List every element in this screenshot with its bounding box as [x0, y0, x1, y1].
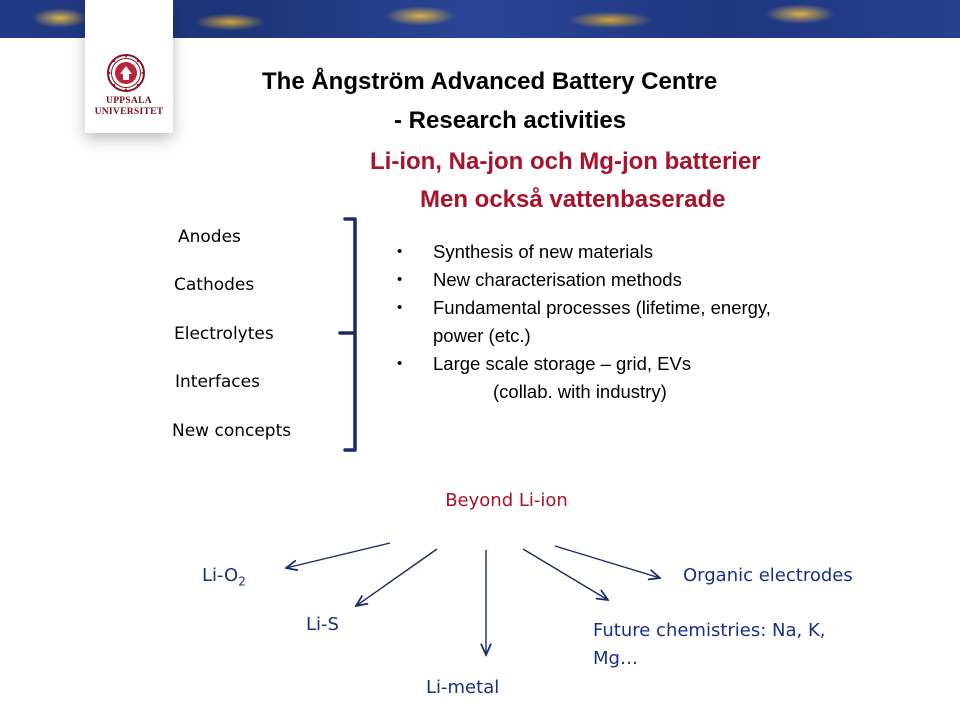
bullet-text: power (etc.) — [433, 325, 531, 346]
arrow-to-future — [522, 548, 608, 600]
category-anodes: Anodes — [178, 227, 241, 247]
bullet-text: Large scale storage – grid, EVs — [433, 353, 692, 374]
curly-bracket — [338, 217, 357, 452]
category-cathodes: Cathodes — [174, 275, 255, 295]
node-li-metal: Li-metal — [426, 677, 500, 698]
arrow-to-organic — [554, 545, 660, 578]
bullet-icon: • — [397, 271, 403, 288]
beyond-li-ion-heading: Beyond Li-ion — [445, 490, 568, 511]
bullet-continuation: (collab. with industry) — [393, 378, 913, 406]
bullet-icon: • — [397, 355, 403, 372]
logo-text-line2: UNIVERSITET — [94, 107, 164, 117]
node-future-chemistries-line2: Mg… — [593, 648, 638, 669]
bullet-item: • New characterisation methods — [393, 266, 913, 294]
bullet-continuation: power (etc.) — [393, 322, 913, 350]
subtitle-line1: Li-ion, Na-jon och Mg-jon batterier — [370, 148, 761, 175]
bullet-text: (collab. with industry) — [493, 381, 667, 402]
arrow-to-li-o2 — [286, 542, 391, 568]
bullet-item: • Fundamental processes (lifetime, energ… — [393, 294, 913, 322]
page-title-line2: - Research activities — [394, 107, 627, 134]
node-organic-electrodes: Organic electrodes — [683, 565, 853, 586]
category-new-concepts: New concepts — [172, 421, 292, 441]
category-electrolytes: Electrolytes — [174, 324, 274, 344]
bullet-icon: • — [397, 243, 403, 260]
bullet-text: Fundamental processes (lifetime, energy, — [433, 297, 771, 318]
university-logo: UPPSALA UNIVERSITET — [85, 0, 173, 133]
university-seal-icon — [107, 54, 145, 92]
node-li-o2: Li-O2 — [202, 565, 246, 589]
page-title-line1: The Ångström Advanced Battery Centre — [262, 68, 718, 95]
bullet-text: Synthesis of new materials — [433, 241, 654, 262]
bullet-item: • Synthesis of new materials — [393, 238, 913, 266]
research-bullet-list: • Synthesis of new materials • New chara… — [393, 238, 913, 406]
bullet-item: • Large scale storage – grid, EVs — [393, 350, 913, 378]
logo-text-line1: UPPSALA — [106, 96, 152, 106]
bullet-text: New characterisation methods — [433, 269, 682, 290]
node-li-o2-base: Li-O — [202, 565, 239, 586]
node-future-chemistries-line1: Future chemistries: Na, K, — [593, 620, 826, 641]
arrow-to-li-s — [356, 548, 438, 606]
node-li-o2-subscript: 2 — [238, 574, 246, 589]
bullet-icon: • — [397, 299, 403, 316]
subtitle-line2: Men också vattenbaserade — [420, 186, 726, 213]
category-interfaces: Interfaces — [175, 372, 260, 392]
node-li-s: Li-S — [306, 614, 339, 635]
